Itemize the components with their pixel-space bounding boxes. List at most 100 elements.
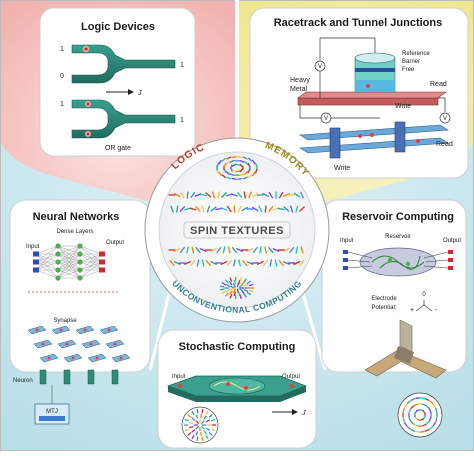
spin-arrow bbox=[236, 164, 240, 165]
voltmeter-3-label: V bbox=[443, 116, 447, 122]
metal-label: Metal bbox=[290, 86, 308, 93]
synapse-skyrmion bbox=[66, 343, 69, 346]
track-skyrmion-1 bbox=[358, 134, 362, 138]
nn-io-node bbox=[99, 252, 105, 257]
stoch-skyrmion-out bbox=[290, 384, 294, 388]
spin-arrow bbox=[232, 157, 236, 158]
mtj-top bbox=[355, 53, 395, 63]
spin-arrow bbox=[202, 437, 203, 440]
neuron-bar bbox=[64, 370, 70, 384]
racetrack-bar-1 bbox=[330, 128, 340, 158]
synapse-skyrmion bbox=[96, 357, 99, 360]
or-gate-caption: OR gate bbox=[105, 145, 131, 152]
logic-input-1b: 1 bbox=[60, 101, 64, 108]
nn-io-node bbox=[33, 268, 39, 273]
nn-node bbox=[55, 243, 60, 248]
nn-node bbox=[77, 243, 82, 248]
logic-output-1: 1 bbox=[180, 62, 184, 69]
spin-arrow bbox=[202, 410, 203, 413]
reservoir-title: Reservoir Computing bbox=[342, 211, 454, 223]
spin-arrow bbox=[216, 209, 222, 210]
barrier-label: Barrier bbox=[402, 59, 420, 65]
synapse-skyrmion bbox=[36, 329, 39, 332]
reservoir-output-label: Output bbox=[443, 238, 461, 244]
synapse-skyrmion bbox=[84, 329, 87, 332]
stochastic-current-label: J bbox=[301, 410, 306, 417]
reservoir-node-2 bbox=[406, 262, 410, 266]
res-in-2 bbox=[343, 258, 348, 262]
reservoir-input-label: Input bbox=[340, 238, 354, 244]
synapse-skyrmion bbox=[114, 343, 117, 346]
neural-title: Neural Networks bbox=[33, 211, 120, 223]
spin-arrow bbox=[238, 179, 242, 180]
nn-node bbox=[55, 251, 60, 256]
voltmeter-1-label: V bbox=[318, 64, 322, 70]
synapse-skyrmion bbox=[120, 357, 123, 360]
stochastic-title: Stochastic Computing bbox=[179, 341, 296, 353]
synapse-skyrmion bbox=[42, 343, 45, 346]
spin-arrow bbox=[234, 292, 235, 295]
synapse-label: Synapse bbox=[53, 318, 77, 324]
skyrmion-2b-core bbox=[87, 133, 90, 136]
stochastic-input-label: Input bbox=[172, 374, 186, 380]
nn-io-node bbox=[33, 260, 39, 265]
free-label: Free bbox=[402, 67, 415, 73]
spin-arrow bbox=[220, 286, 223, 287]
spin-arrow bbox=[236, 171, 240, 172]
dense-layers-label: Dense Layers bbox=[56, 229, 93, 235]
res-in-3 bbox=[343, 266, 348, 270]
spin-arrow bbox=[244, 192, 245, 198]
res-out-3 bbox=[448, 266, 453, 270]
electrode-arm-top bbox=[400, 320, 412, 352]
nn-node bbox=[77, 251, 82, 256]
neuron-bar bbox=[40, 370, 46, 384]
spin-arrow bbox=[240, 295, 241, 298]
reservoir-node-1 bbox=[388, 258, 392, 262]
synapse-skyrmion bbox=[60, 329, 63, 332]
mtj-skyrmion bbox=[366, 84, 370, 88]
spin-arrow bbox=[239, 280, 240, 283]
nn-io-node bbox=[33, 252, 39, 257]
mtj-barrier-layer bbox=[355, 68, 395, 72]
nn-node bbox=[77, 275, 82, 280]
voltmeter-2-label: V bbox=[324, 116, 328, 122]
logic-input-0: 0 bbox=[60, 73, 64, 80]
nn-input-label: Input bbox=[26, 244, 40, 250]
spin-arrow bbox=[220, 289, 223, 290]
spin-arrow bbox=[240, 278, 241, 281]
res-out-2 bbox=[448, 258, 453, 262]
nn-node bbox=[77, 259, 82, 264]
track-skyrmion-3 bbox=[416, 139, 420, 143]
stochastic-device bbox=[168, 376, 306, 402]
heavy-label: Heavy bbox=[290, 77, 310, 84]
mtj-free-layer bbox=[355, 80, 395, 92]
neuron-bar bbox=[88, 370, 94, 384]
stoch-skyrmion-2 bbox=[244, 386, 248, 390]
spin-arrow bbox=[238, 283, 239, 286]
spin-arrow bbox=[265, 206, 266, 212]
nn-node bbox=[55, 267, 60, 272]
spin-arrow bbox=[232, 179, 236, 180]
reservoir-circle-frame bbox=[398, 393, 442, 437]
spin-arrow bbox=[239, 292, 240, 295]
mtj-device-layer bbox=[39, 416, 65, 421]
nn-io-node bbox=[99, 268, 105, 273]
stoch-skyrmion-in bbox=[178, 384, 182, 388]
synapse-skyrmion bbox=[72, 357, 75, 360]
logic-output-1b: 1 bbox=[180, 117, 184, 124]
nn-node bbox=[55, 259, 60, 264]
spin-arrow bbox=[197, 437, 198, 440]
nn-node bbox=[55, 275, 60, 280]
heavy-metal-strip bbox=[298, 98, 438, 105]
logic-devices-title: Logic Devices bbox=[81, 21, 155, 33]
synapse-skyrmion bbox=[108, 329, 111, 332]
logic-current-label: J bbox=[137, 90, 142, 97]
write-label-bottom: Write bbox=[334, 165, 350, 172]
spin-arrow bbox=[238, 289, 239, 292]
racetrack-title: Racetrack and Tunnel Junctions bbox=[274, 17, 443, 29]
res-in-1 bbox=[343, 250, 348, 254]
spin-arrow bbox=[234, 280, 235, 283]
stochastic-spin-texture bbox=[182, 407, 218, 443]
spin-arrow bbox=[238, 157, 242, 158]
